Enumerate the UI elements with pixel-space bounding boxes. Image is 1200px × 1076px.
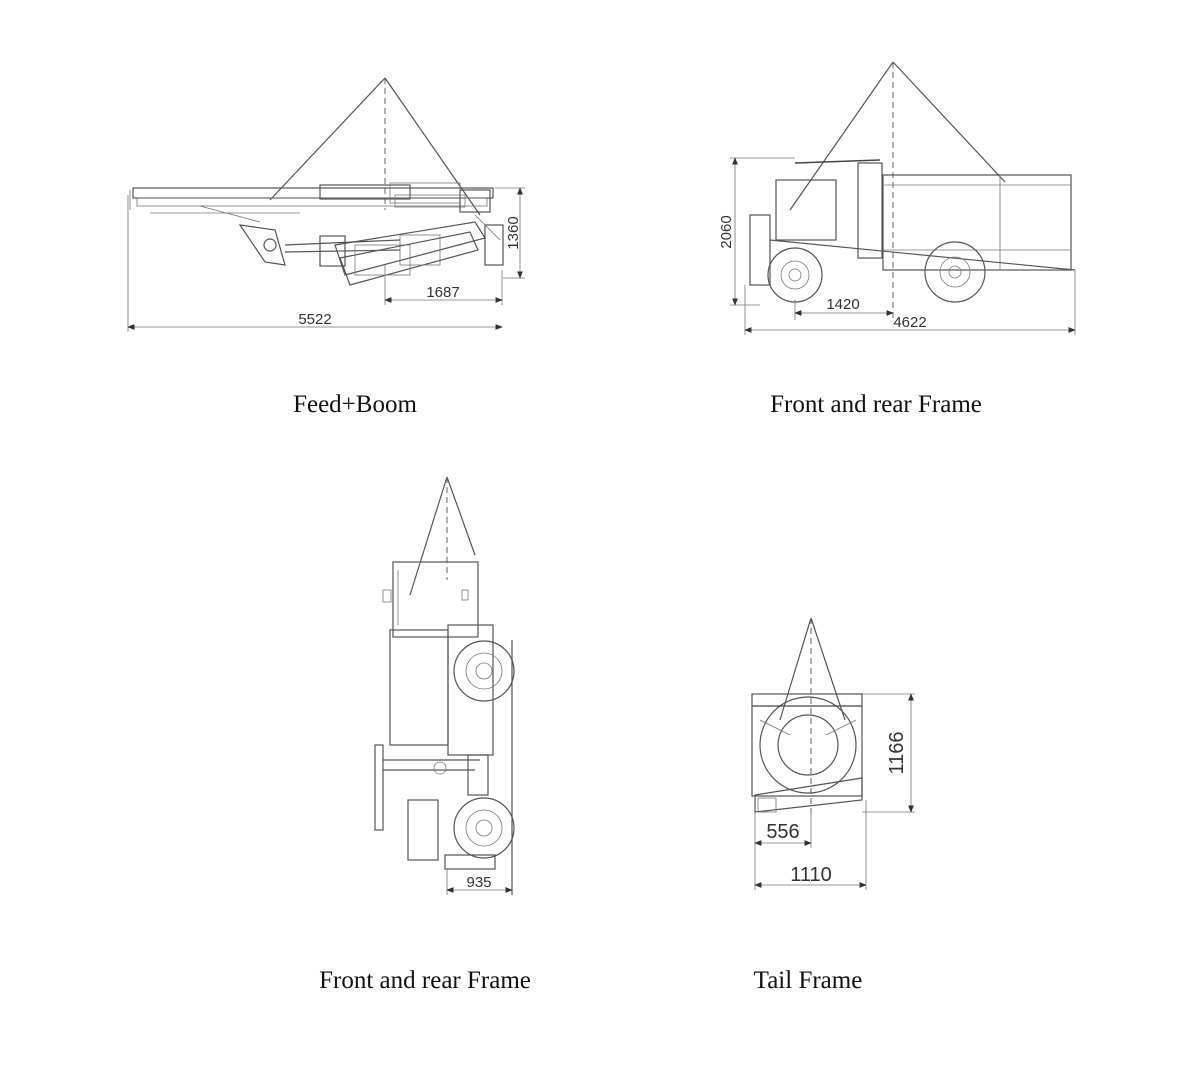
caption-frame-side: Front and rear Frame bbox=[770, 391, 982, 418]
dim-1166-label: 1166 bbox=[886, 731, 908, 774]
dim-1110-label: 1110 bbox=[790, 864, 832, 886]
dim-1687-label: 1687 bbox=[426, 284, 459, 301]
caption-frame-top: Front and rear Frame bbox=[319, 967, 531, 994]
dim-4622-label: 4622 bbox=[893, 314, 926, 331]
dim-1360-label: 1360 bbox=[505, 216, 522, 249]
frame-side-drawing: 2060 1420 4622 bbox=[718, 61, 1076, 335]
dim-2060-label: 2060 bbox=[718, 215, 735, 248]
dim-935-label: 935 bbox=[466, 874, 491, 891]
caption-feed-boom: Feed+Boom bbox=[293, 391, 417, 418]
frame-top-drawing: 935 bbox=[374, 476, 515, 895]
caption-tail-frame: Tail Frame bbox=[753, 967, 863, 994]
dim-556-label: 556 bbox=[766, 821, 799, 843]
dim-5522-label: 5522 bbox=[298, 311, 331, 328]
tail-frame-drawing: 1166 556 1110 bbox=[751, 617, 915, 890]
feed-boom-drawing: 1360 1687 5522 bbox=[127, 77, 525, 332]
dim-1420-label: 1420 bbox=[826, 296, 859, 313]
